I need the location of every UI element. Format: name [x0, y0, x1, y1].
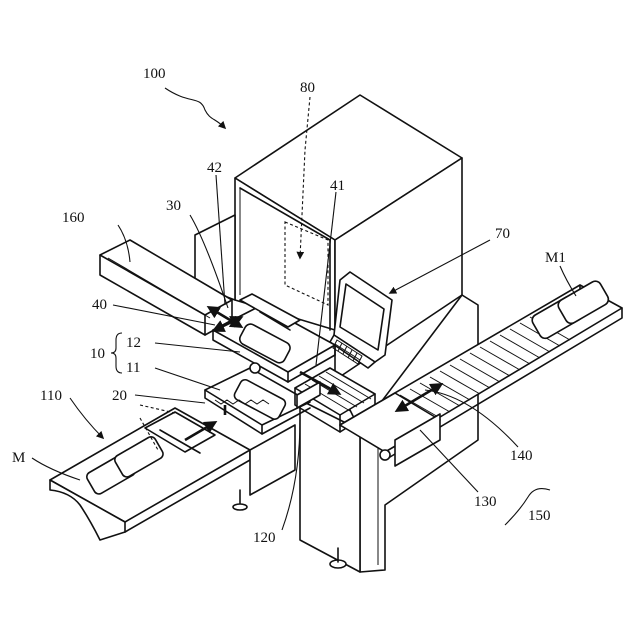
label-11: 11 — [126, 360, 140, 376]
output-conveyor-110 — [50, 408, 295, 540]
label-20: 20 — [112, 388, 127, 404]
label-100: 100 — [143, 66, 166, 82]
label-41: 41 — [330, 178, 345, 194]
label-70: 70 — [495, 226, 510, 242]
label-120: 120 — [253, 530, 276, 546]
label-12: 12 — [126, 335, 141, 351]
bracket-10 — [111, 333, 122, 373]
label-10: 10 — [90, 346, 105, 362]
label-130: 130 — [474, 494, 497, 510]
label-30: 30 — [166, 198, 181, 214]
label-150: 150 — [528, 508, 551, 524]
label-80: 80 — [300, 80, 315, 96]
label-40: 40 — [92, 297, 107, 313]
label-160: 160 — [62, 210, 85, 226]
label-42: 42 — [207, 160, 222, 176]
label-110: 110 — [40, 388, 62, 404]
label-M: M — [12, 450, 25, 466]
label-M1: M1 — [545, 250, 566, 266]
label-140: 140 — [510, 448, 533, 464]
